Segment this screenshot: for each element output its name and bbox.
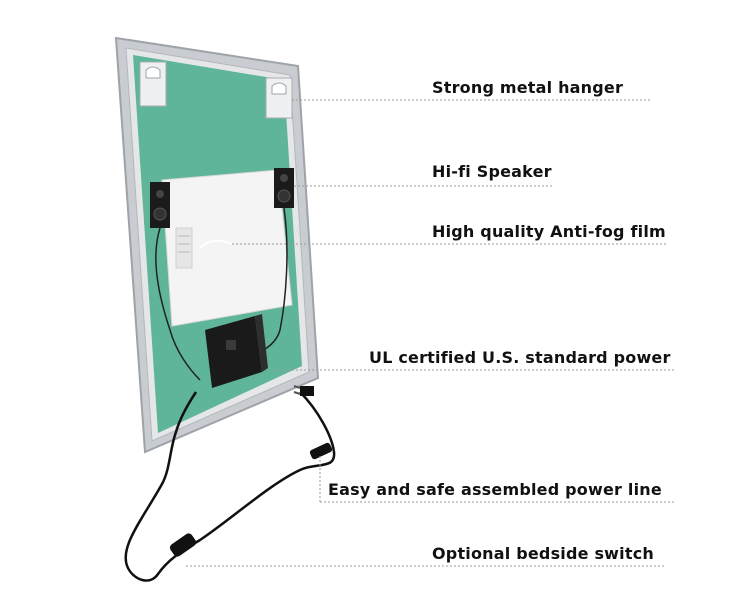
hanger-left [140,62,166,106]
callout-metal-hanger: Strong metal hanger [432,78,623,97]
film-sticker [176,228,192,268]
bedside-switch [168,532,197,558]
speaker-left [150,182,170,228]
speaker-right [274,168,294,208]
callout-speaker: Hi-fi Speaker [432,162,552,181]
cable-connector [309,442,333,460]
callout-power: UL certified U.S. standard power [369,348,671,367]
callout-power-line: Easy and safe assembled power line [328,480,662,499]
callout-anti-fog-film: High quality Anti-fog film [432,222,666,241]
power-plug [294,386,314,396]
hanger-right [266,78,292,118]
callout-bedside-switch: Optional bedside switch [432,544,654,563]
